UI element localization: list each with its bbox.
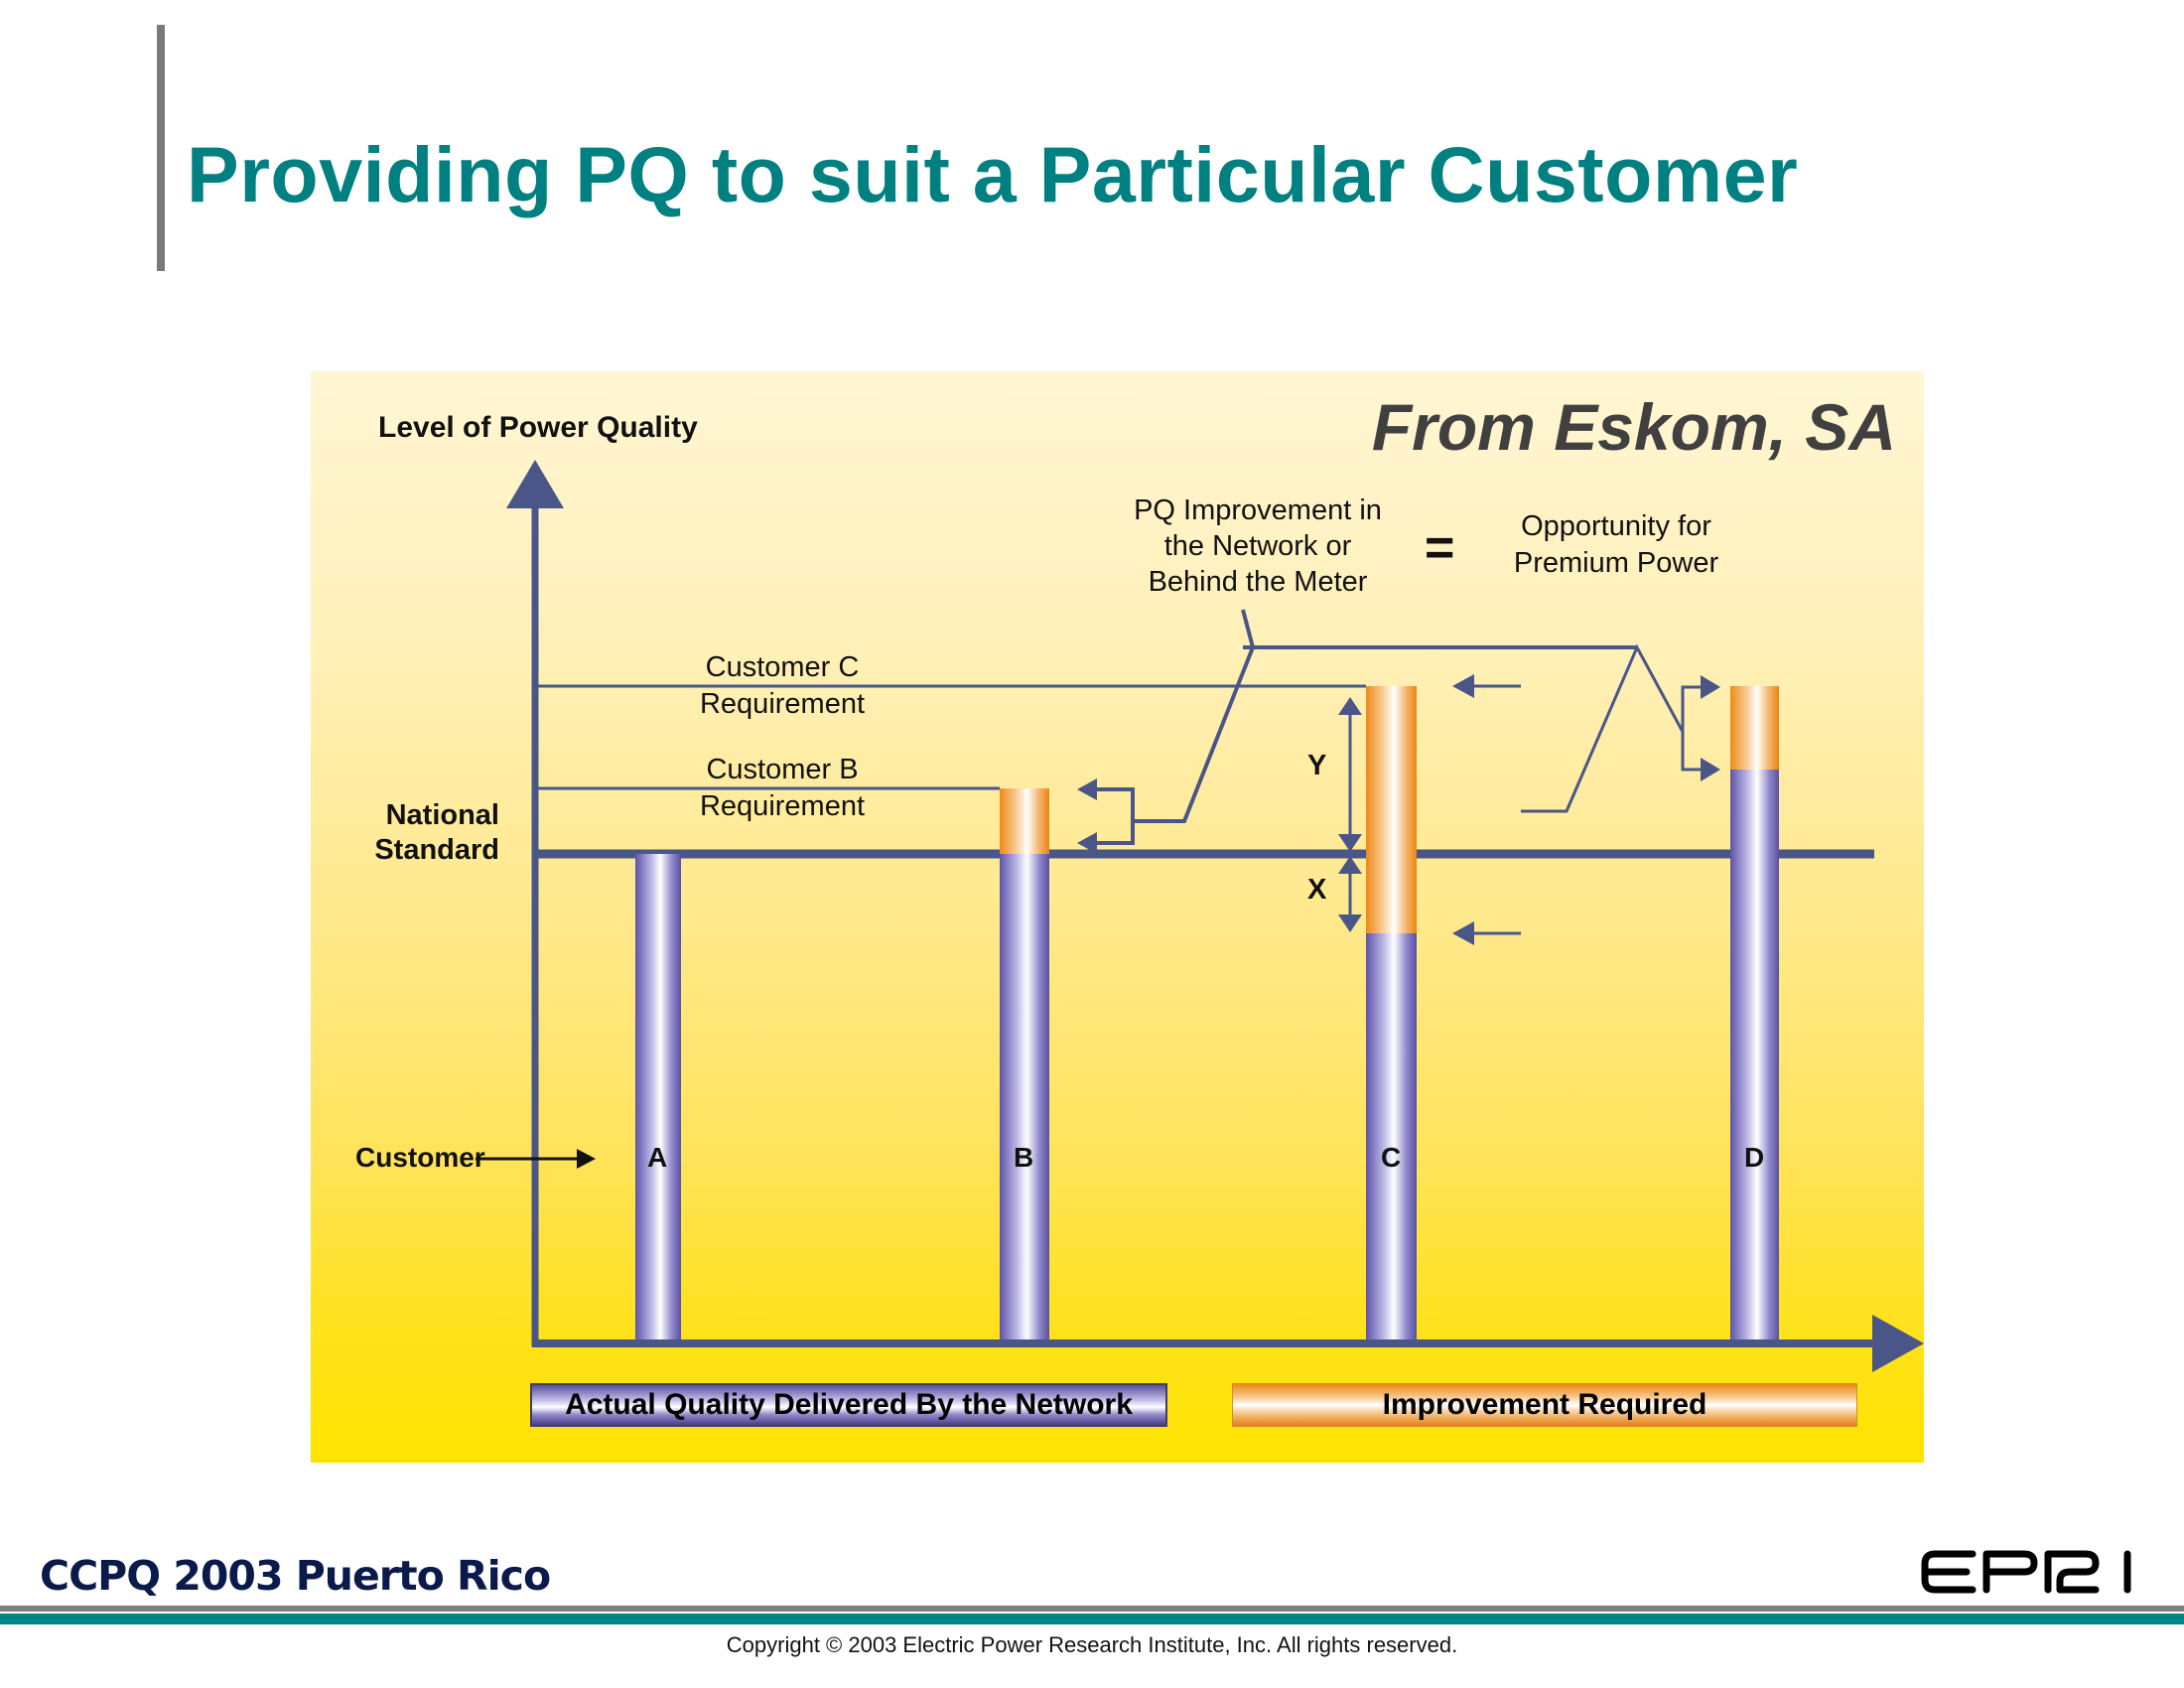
callout-left-line2: the Network or [1163,530,1352,562]
epri-logo-icon [1921,1550,2131,1594]
x-axis-arrowhead [1872,1315,1924,1372]
customer-a-label: A [647,1142,668,1173]
customer-c-requirement-label-line1: Customer C [705,651,860,683]
pq-diagram: From Eskom, SA Level of Power Quality Na… [311,371,1924,1463]
title-accent-bar [157,25,165,271]
y-dimension-top-icon [1338,697,1362,715]
customer-c-requirement-label: Customer C Requirement [648,649,916,723]
x-dimension-bottom-icon [1338,914,1362,932]
customer-row-arrow-icon [577,1149,596,1169]
d-improvement-bracket [1521,643,1703,813]
b-arrow-lower-icon [1077,832,1097,854]
customer-b-requirement-label-line2: Requirement [699,790,866,822]
d-arrow-lower-icon [1701,758,1720,781]
customer-row-label: Customer [355,1142,485,1173]
y-dimension-label: Y [1307,750,1327,781]
legend-actual-quality: Actual Quality Delivered By the Network [530,1383,1167,1427]
callout-pq-improvement: PQ Improvement in the Network or Behind … [1089,492,1427,600]
callout-left-line1: PQ Improvement in [1134,494,1382,526]
page-title: Providing PQ to suit a Particular Custom… [187,130,1799,218]
copyright-notice: Copyright © 2003 Electric Power Research… [726,1632,1458,1657]
x-dimension-label: X [1307,874,1327,906]
national-standard-label-line1: National [385,799,499,831]
c-arrow-upper-icon [1452,674,1474,698]
pipe-c [1366,686,1417,1340]
c-arrow-lower-icon [1452,921,1474,945]
footer-event-label: CCPQ 2003 Puerto Rico [40,1552,551,1600]
y-dimension-bottom-icon [1338,834,1362,852]
national-standard-label: National Standard [370,798,499,868]
national-standard-label-line2: Standard [374,834,499,866]
customer-b-label: B [1014,1142,1034,1173]
legend-improvement-required: Improvement Required [1232,1383,1857,1427]
callout-right-line1: Opportunity for [1521,510,1711,542]
callout-right-line2: Premium Power [1513,547,1719,579]
customer-b-requirement-label: Customer B Requirement [648,752,916,825]
pipe-b [1000,788,1049,1340]
customer-c-label: C [1381,1142,1402,1173]
y-axis-arrowhead [506,460,564,508]
customer-d-label: D [1744,1142,1765,1173]
callout-left-line3: Behind the Meter [1148,566,1368,598]
customer-b-requirement-label-line1: Customer B [706,754,859,785]
footer-divider-gray [0,1606,2184,1612]
pipe-d [1730,686,1779,1340]
b-improvement-bracket [1090,609,1256,845]
y-axis-label: Level of Power Quality [378,411,698,444]
callout-premium-power: Opportunity for Premium Power [1472,508,1760,582]
source-note: From Eskom, SA [1371,390,1896,464]
footer-divider-teal [0,1614,2184,1624]
d-arrow-upper-icon [1701,675,1720,699]
customer-c-requirement-label-line2: Requirement [699,688,866,720]
pipe-a [635,854,681,1340]
b-arrow-upper-icon [1077,778,1097,800]
diagram-canvas [476,460,1924,1372]
x-dimension-top-icon [1338,856,1362,874]
equals-sign: = [1425,519,1455,577]
